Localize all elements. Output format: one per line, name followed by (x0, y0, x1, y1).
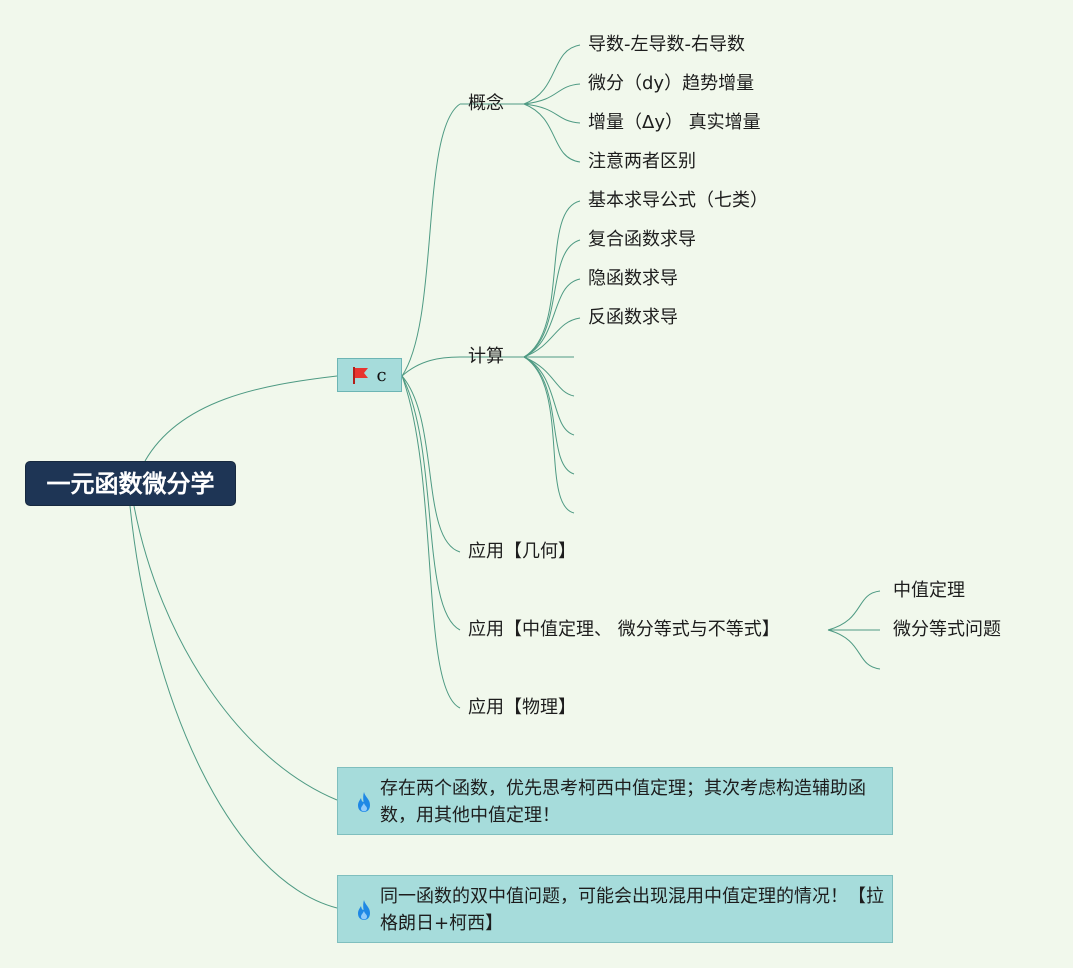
link-calc-4 (523, 317, 581, 358)
topic-calculation[interactable]: 计算 (468, 346, 504, 367)
link-concept-3 (523, 103, 581, 124)
root-node[interactable]: 一元函数微分学 (25, 461, 236, 506)
link-c-geometry (401, 375, 461, 553)
link-calc-1 (523, 200, 581, 358)
mvt-item[interactable]: 微分等式问题 (893, 619, 1001, 640)
fire-icon (358, 900, 370, 920)
link-mvt-3 (827, 629, 881, 670)
link-c-calc (401, 356, 461, 377)
link-calc-3 (523, 278, 581, 358)
concept-item[interactable]: 微分（dy）趋势增量 (588, 73, 755, 94)
note-text: 存在两个函数，优先思考柯西中值定理；其次考虑构造辅助函数，用其他中值定理！ (380, 778, 866, 826)
link-calc-2 (523, 239, 581, 358)
topic-application-physics[interactable]: 应用【物理】 (468, 697, 576, 718)
red-flag-icon (353, 367, 369, 384)
calc-item[interactable]: 隐函数求导 (588, 268, 678, 289)
concept-item[interactable]: 注意两者区别 (588, 151, 696, 172)
calc-item[interactable]: 复合函数求导 (588, 229, 696, 250)
link-c-physics (401, 375, 461, 709)
link-c-mvt (401, 375, 461, 631)
topic-concept[interactable]: 概念 (468, 93, 504, 114)
link-concept-4 (523, 103, 581, 163)
link-concept-2 (523, 83, 581, 105)
calc-item[interactable]: 反函数求导 (588, 307, 678, 328)
concept-item[interactable]: 导数-左导数-右导数 (588, 34, 745, 55)
note-card[interactable]: 同一函数的双中值问题，可能会出现混用中值定理的情况！【拉格朗日+柯西】 (337, 875, 893, 943)
note-card[interactable]: 存在两个函数，优先思考柯西中值定理；其次考虑构造辅助函数，用其他中值定理！ (337, 767, 893, 835)
link-root-note1 (133, 505, 338, 801)
topic-application-mvt[interactable]: 应用【中值定理、 微分等式与不等式】 (468, 619, 780, 640)
link-c-concept (401, 103, 461, 377)
calc-item[interactable]: 基本求导公式（七类） (588, 190, 768, 211)
c-node-label: c (376, 364, 387, 386)
link-calc-6 (523, 356, 575, 397)
link-root-c (144, 375, 338, 462)
fire-icon (358, 792, 370, 812)
link-mvt-1 (827, 590, 881, 631)
mvt-item[interactable]: 中值定理 (893, 580, 965, 601)
concept-item[interactable]: 增量（Δy） 真实增量 (588, 112, 761, 133)
topic-application-geometry[interactable]: 应用【几何】 (468, 541, 576, 562)
link-calc-9 (523, 356, 575, 514)
note-text: 同一函数的双中值问题，可能会出现混用中值定理的情况！【拉格朗日+柯西】 (380, 886, 884, 934)
link-root-note2 (129, 505, 338, 909)
link-concept-1 (523, 44, 581, 105)
c-node[interactable]: c (337, 358, 402, 392)
link-calc-7 (523, 356, 575, 436)
